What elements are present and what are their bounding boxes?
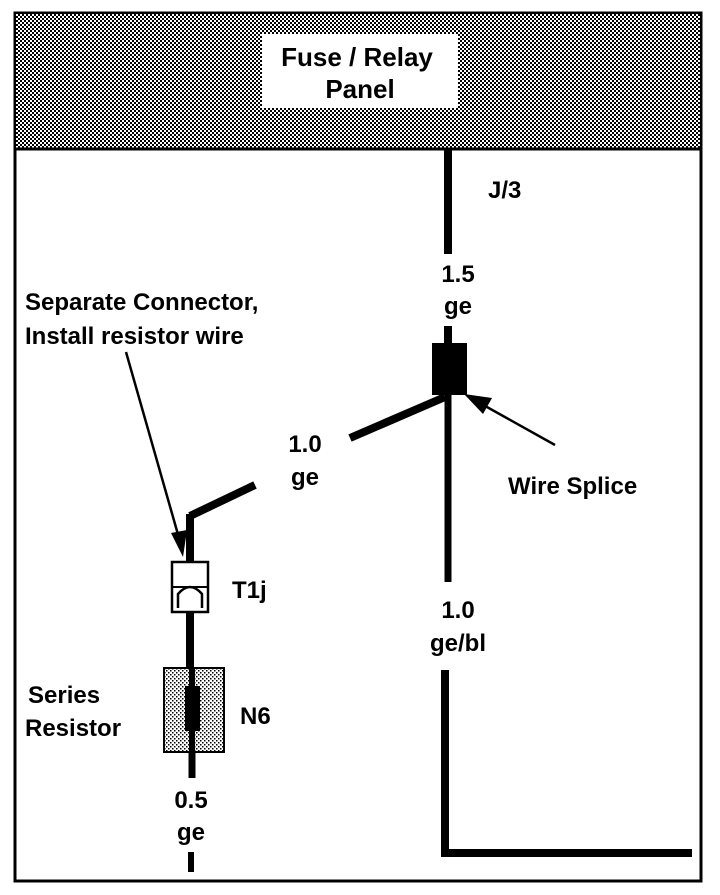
connector-contact-icon [176,585,204,608]
wire-gauge-bottom: 0.5 [174,787,207,814]
wire-gauge-top: 1.5 [441,261,474,288]
wire-branch-to-connector [188,481,257,520]
wire-id-j3: J/3 [488,177,521,204]
wire-lower-right [441,670,692,857]
series-resistor-label-line1: Series [28,682,100,709]
panel-title-line2: Panel [325,74,394,104]
wire-splice-label: Wire Splice [508,473,637,500]
panel-title-line1: Fuse / Relay [281,42,433,72]
panel-title-box [262,34,458,108]
wire-splice-arrowhead [464,394,492,414]
separate-connector-label-line2: Install resistor wire [25,323,244,350]
diagram-frame [13,11,703,883]
wire-gauge-branch: 1.0 [288,431,321,458]
wire-branch [348,393,447,442]
separate-connector-arrowhead [171,530,187,557]
wire-color-lower: ge/bl [430,630,486,657]
wire-color-top: ge [444,293,472,320]
wire-gauge-lower: 1.0 [441,597,474,624]
wire-splice-pointer-line [477,400,556,447]
wire-splice-block [432,343,467,395]
wire-color-bottom: ge [177,819,205,846]
resistor-element [185,686,200,731]
connector-id-t1j: T1j [232,577,267,604]
series-resistor-label-line2: Resistor [25,715,121,742]
separate-connector-pointer-line [124,351,181,539]
separate-connector-label-line1: Separate Connector, [25,289,258,316]
resistor-id-n6: N6 [240,703,271,730]
wire-color-branch: ge [291,464,319,491]
